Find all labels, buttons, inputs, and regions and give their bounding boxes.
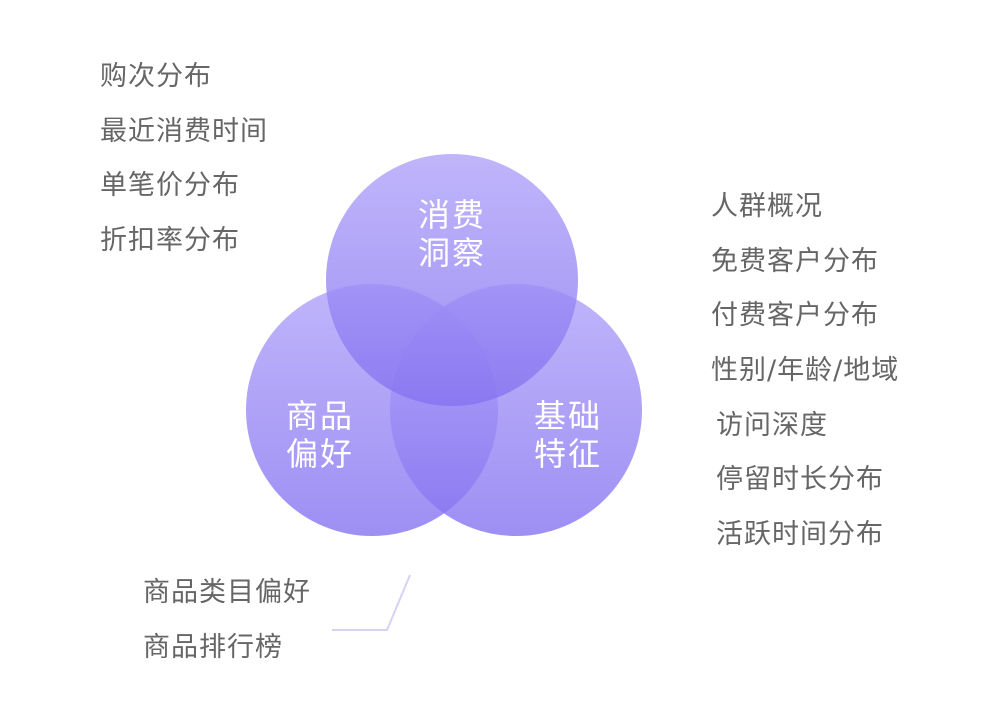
list-item: 访问深度: [716, 409, 828, 441]
list-item: 最近消费时间: [100, 115, 268, 147]
list-item: 性别/年龄/地域: [711, 355, 900, 387]
consumption-insight-list: 购次分布 最近消费时间 单笔价分布 折扣率分布: [100, 50, 268, 269]
list-item: 付费客户分布: [711, 300, 879, 332]
list-item: 免费客户分布: [711, 245, 879, 277]
connector-line: [332, 574, 411, 631]
list-item: 折扣率分布: [100, 225, 240, 257]
circle-label-basic: 基础 特征: [533, 397, 602, 473]
list-item: 单笔价分布: [100, 170, 240, 202]
circle-consumption-insight: [326, 154, 578, 406]
list-item: 活跃时间分布: [716, 519, 884, 551]
list-item: 商品类目偏好: [143, 577, 311, 608]
circle-label-product: 商品 偏好: [285, 397, 354, 473]
circle-label-consumption: 消费 洞察: [417, 196, 486, 272]
basic-features-list: 人群概况 免费客户分布 付费客户分布 性别/年龄/地域 访问深度 停留时长分布 …: [711, 180, 899, 563]
product-preference-list: 商品类目偏好 商品排行榜: [143, 566, 311, 675]
list-item: 停留时长分布: [716, 464, 884, 496]
list-item: 商品排行榜: [143, 631, 283, 663]
list-item: 购次分布: [100, 61, 212, 92]
list-item: 人群概况: [711, 191, 823, 222]
